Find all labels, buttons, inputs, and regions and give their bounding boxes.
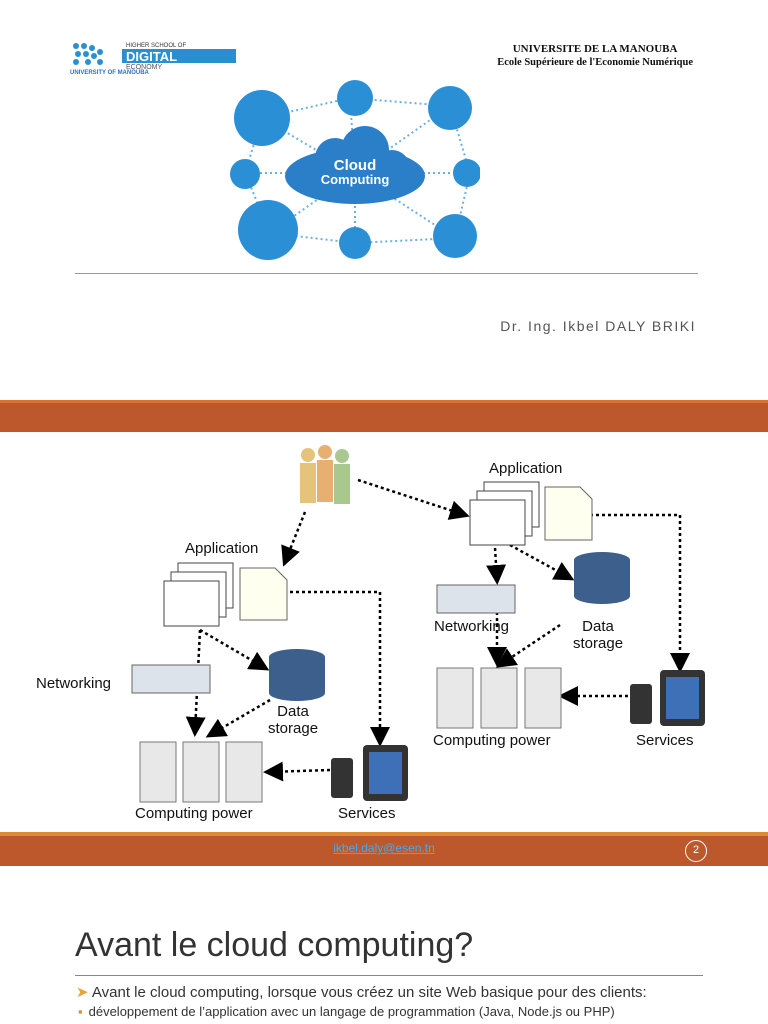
square-bullet-icon: ▪ [78, 1004, 83, 1019]
divider [75, 273, 698, 274]
sub-bullet-item: ▪développement de l’application avec un … [78, 1004, 615, 1019]
label-networking-left: Networking [36, 675, 112, 692]
label-application-right: Application [489, 460, 563, 477]
page-number: 2 [685, 840, 707, 862]
label-services-left: Services [338, 805, 396, 822]
cloud-label-1: Cloud [334, 157, 377, 174]
label-computing-power-right: Computing power [433, 732, 551, 749]
cloud-illustration: Cloud Computing [230, 78, 481, 263]
slide-title: Avant le cloud computing? [75, 926, 474, 964]
svg-text:ECONOMY: ECONOMY [126, 64, 163, 71]
svg-text:UNIVERSITY OF MANOUBA: UNIVERSITY OF MANOUBA [70, 70, 150, 74]
bullet-item: ➤ Avant le cloud computing, lorsque vous… [76, 984, 647, 1001]
school-name: Ecole Supérieure de l'Economie Numérique [497, 57, 693, 68]
arrow-bullet-icon: ➤ [76, 984, 92, 1001]
label-networking-right: Networking [434, 618, 510, 635]
label-computing-power-left: Computing power [135, 805, 253, 822]
email-link[interactable]: ikbel.daly@esen.tn [333, 841, 435, 855]
label-services-right: Services [636, 732, 694, 749]
school-logo: DIGITAL HIGHER SCHOOL OF ECONOMY UNIVERS… [70, 40, 238, 76]
university-name: UNIVERSITE DE LA MANOUBA [512, 43, 678, 55]
cloud-label-2: Computing [321, 172, 390, 187]
svg-text:HIGHER SCHOOL OF: HIGHER SCHOOL OF [126, 43, 186, 49]
slide-footer-band [0, 832, 768, 866]
svg-text:DIGITAL: DIGITAL [126, 49, 177, 64]
users-icon [300, 445, 350, 504]
title-divider [75, 975, 703, 976]
slide-header-band [0, 400, 768, 432]
university-header: UNIVERSITE DE LA MANOUBA Ecole Supérieur… [497, 42, 693, 70]
label-application-left: Application [185, 540, 259, 557]
author-name: Dr. Ing. Ikbel DALY BRIKI [500, 318, 696, 334]
